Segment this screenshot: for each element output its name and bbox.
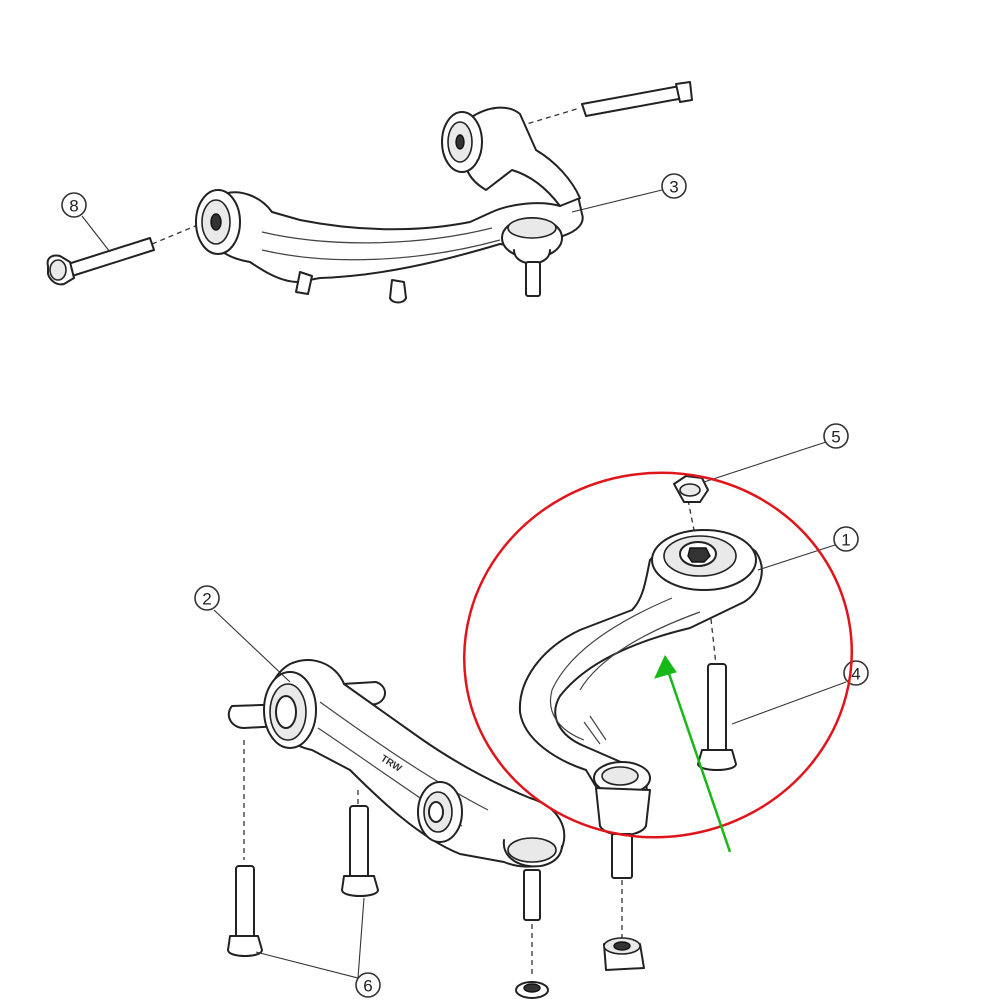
callout-1: 1 (833, 526, 859, 552)
lower-left-bolt-a (227, 865, 263, 957)
upper-arm-bracket-left (295, 271, 313, 295)
callout-4-label: 4 (851, 665, 860, 684)
upper-arm-rear-branch (465, 106, 581, 207)
lower-left-control-arm-assembly: TRW (227, 659, 566, 999)
green-arrow (654, 654, 732, 853)
lower-left-arm-rib (319, 701, 489, 811)
lower-left-nut (515, 981, 549, 999)
bolt-8 (46, 237, 155, 286)
lower-right-control-arm-assembly (518, 475, 763, 971)
callout-4: 4 (843, 660, 869, 686)
upper-pin (581, 81, 693, 117)
assembly-line-upper-pin (519, 107, 581, 127)
lower-right-ball-joint (593, 761, 651, 879)
callout-2: 2 (194, 585, 220, 611)
bolt-4 (697, 663, 737, 771)
upper-arm-rib (261, 227, 493, 244)
lower-right-arm-rib-lower (579, 611, 701, 691)
lower-right-arm-detail (583, 715, 607, 745)
callout-3-label: 3 (669, 178, 678, 197)
lower-left-front-bushing (263, 671, 317, 749)
lower-right-nut (603, 937, 645, 971)
lower-left-bolt-b (341, 805, 379, 897)
highlight-annotation (462, 471, 854, 853)
callout-2-label: 2 (202, 590, 211, 609)
green-arrow-head (654, 654, 677, 679)
callout-3: 3 (661, 173, 687, 199)
leader-callout-3 (571, 189, 663, 213)
red-highlight-circle (462, 471, 854, 839)
upper-arm-bracket-right (389, 279, 407, 304)
upper-arm-rib-lower (261, 239, 501, 261)
callout-1-label: 1 (841, 531, 850, 550)
lower-left-ball-joint (502, 837, 563, 921)
callout-8-label: 8 (69, 197, 78, 216)
upper-rear-bushing (441, 111, 483, 173)
callout-5: 5 (823, 423, 849, 449)
leader-callout-5 (703, 441, 827, 483)
callout-5-label: 5 (831, 428, 840, 447)
callout-8: 8 (61, 192, 87, 218)
lower-right-control-arm (518, 536, 763, 807)
lower-right-bushing (651, 529, 757, 591)
assembly-line-bolt-4 (709, 609, 717, 666)
leader-callout-8 (81, 215, 111, 253)
leader-callout-1 (757, 543, 839, 571)
green-arrow-shaft (663, 661, 732, 853)
upper-front-bushing (195, 189, 241, 255)
lower-right-arm-rib (550, 597, 673, 741)
callout-6: 6 (355, 972, 381, 998)
nut-5 (673, 475, 709, 503)
callout-6-label: 6 (363, 977, 372, 996)
leader-callout-4 (731, 681, 847, 725)
assembly-line-nut-5 (687, 499, 697, 541)
upper-ball-joint (501, 217, 563, 297)
upper-control-arm-assembly (46, 81, 693, 304)
leader-callout-6 (255, 897, 365, 979)
leader-callout-2 (213, 609, 291, 683)
lower-left-rear-bushing (417, 781, 463, 843)
